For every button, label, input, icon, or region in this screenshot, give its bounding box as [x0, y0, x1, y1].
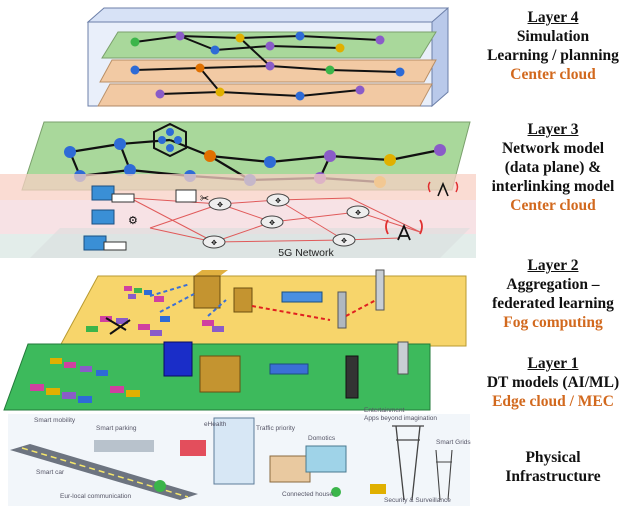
city-label: Connected house [282, 491, 333, 498]
physical-label: Physical Infrastructure [478, 448, 628, 486]
svg-text:✥: ✥ [355, 209, 361, 217]
city-label: Smart Grids [436, 439, 471, 446]
layer-location: Center cloud [510, 197, 596, 214]
layer-line: Network model [501, 140, 605, 157]
router-icons: ✥ ✥ ✥ ✥ ✥ ✥ [202, 193, 370, 249]
layer-title: Layer 2 [527, 257, 579, 274]
physical-line: Physical [525, 449, 581, 466]
svg-text:✥: ✥ [341, 237, 347, 245]
server-icons: ⚙ ✂ [83, 185, 209, 251]
network-label: 5G Network [278, 247, 334, 259]
city-label: Smart car [36, 469, 65, 476]
layer-title: Layer 4 [527, 9, 579, 26]
city-label: eHealth [204, 421, 227, 428]
layer3-hexagon-cluster [153, 122, 187, 158]
layer4-graph-edges [134, 35, 401, 97]
city-label: Domotics [308, 435, 336, 442]
router-icon: ✥ [208, 197, 232, 211]
layer-line: federated learning [492, 295, 614, 312]
layer2-label: Layer 2 Aggregation – federated learning… [478, 256, 628, 332]
layer-line: interlinking model [491, 178, 615, 195]
layer3-label: Layer 3 Network model (data plane) & int… [478, 120, 628, 215]
router-icon: ✥ [202, 235, 226, 249]
city-label: Smart mobility [34, 417, 76, 424]
layer-title: Layer 3 [527, 121, 579, 138]
layer-location: Fog computing [503, 314, 603, 331]
router-icon: ✥ [260, 215, 284, 229]
layer2-fog-cubes [193, 269, 385, 329]
antenna-icons [385, 181, 459, 241]
layer4-graph-nodes [130, 31, 405, 101]
city-label: Apps beyond imagination [364, 415, 437, 422]
layer-location: Center cloud [510, 66, 596, 83]
layer2-links [105, 283, 377, 335]
router-icon: ✥ [266, 193, 290, 207]
city-label: Security & Surveillance [384, 497, 451, 504]
layer-line: Learning / planning [487, 47, 619, 64]
svg-text:✥: ✥ [211, 239, 217, 247]
svg-text:✥: ✥ [217, 201, 223, 209]
layer1-edge-cubes [163, 341, 409, 399]
svg-text:✥: ✥ [275, 197, 281, 205]
svg-text:✥: ✥ [269, 219, 275, 227]
layer4-label: Layer 4 Simulation Learning / planning C… [478, 8, 628, 84]
layer-line: (data plane) & [504, 159, 602, 176]
router-icon: ✥ [332, 233, 356, 247]
physical-line: Infrastructure [505, 468, 601, 485]
layer2-plane [59, 275, 467, 347]
layer4-plane-mid [99, 59, 437, 83]
network-slab [0, 174, 476, 258]
city-label: Smart parking [96, 425, 137, 432]
city-labels: Smart mobility Smart parking eHealth Tra… [34, 407, 471, 504]
layer-location: Edge cloud / MEC [492, 393, 614, 410]
layer-line: Aggregation – [506, 276, 600, 293]
svg-text:✂: ✂ [200, 193, 209, 205]
city-label: Eur-local communication [60, 493, 132, 500]
layer1-label: Layer 1 DT models (AI/ML) Edge cloud / M… [478, 354, 628, 411]
city-illustration [8, 414, 470, 506]
router-icon: ✥ [346, 205, 370, 219]
layer1-devices [30, 358, 140, 403]
city-label: Traffic priority [256, 425, 296, 432]
svg-text:⚙: ⚙ [128, 215, 138, 227]
layer-line: DT models (AI/ML) [486, 374, 620, 391]
city-label: Entertainment [364, 407, 405, 414]
layer-line: Simulation [516, 28, 590, 45]
layer-title: Layer 1 [527, 355, 579, 372]
